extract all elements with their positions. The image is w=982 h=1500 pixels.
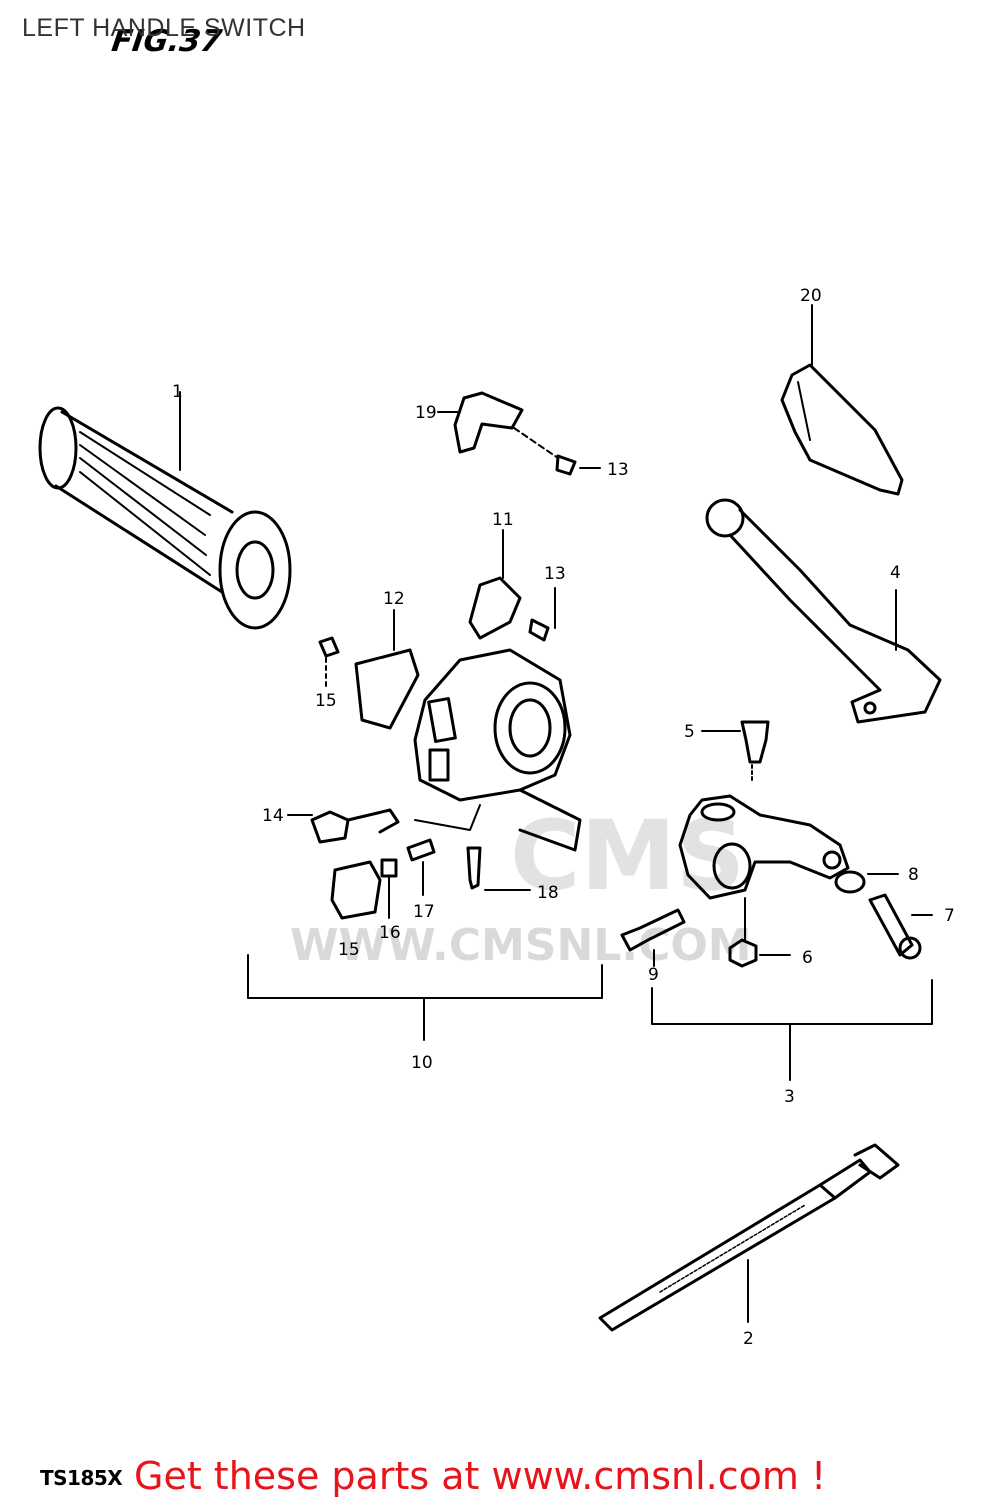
callout-8: 8 bbox=[908, 865, 919, 885]
part-14-switch bbox=[287, 808, 400, 844]
callout-11: 11 bbox=[492, 510, 514, 530]
part-3-holder bbox=[678, 794, 850, 941]
part-10-housing bbox=[413, 648, 582, 852]
part-18-screw bbox=[466, 846, 531, 891]
part-13-screw bbox=[528, 587, 556, 642]
bracket-3 bbox=[651, 979, 933, 1081]
page-title: LEFT HANDLE SWITCH bbox=[22, 14, 306, 42]
callout-14: 14 bbox=[262, 806, 284, 826]
callout-7: 7 bbox=[944, 906, 955, 926]
part-15-block bbox=[330, 860, 382, 920]
callout-6: 6 bbox=[802, 948, 813, 968]
callout-18: 18 bbox=[537, 883, 559, 903]
callout-15-lower: 15 bbox=[338, 940, 360, 960]
callout-9: 9 bbox=[648, 965, 659, 985]
part-9-bolt bbox=[620, 908, 686, 967]
callout-5: 5 bbox=[684, 722, 695, 742]
part-4-lever bbox=[705, 498, 942, 724]
part-16-screw bbox=[380, 858, 398, 919]
callout-19: 19 bbox=[415, 403, 437, 423]
bracket-10 bbox=[247, 954, 603, 1041]
part-17-spring bbox=[406, 838, 436, 896]
part-20-cover bbox=[780, 304, 904, 496]
part-15-screw bbox=[318, 636, 340, 689]
callout-13-upper: 13 bbox=[607, 460, 629, 480]
callout-15-upper: 15 bbox=[315, 691, 337, 711]
callout-12: 12 bbox=[383, 589, 405, 609]
promo-link[interactable]: Get these parts at www.cmsnl.com ! bbox=[134, 1454, 827, 1498]
model-code: TS185X bbox=[40, 1466, 123, 1490]
callout-3: 3 bbox=[784, 1087, 795, 1107]
part-12-button bbox=[354, 609, 420, 730]
part-8-washer bbox=[834, 870, 899, 894]
callout-16: 16 bbox=[379, 923, 401, 943]
part-11-knob bbox=[468, 529, 522, 640]
callout-4: 4 bbox=[890, 563, 901, 583]
callout-20: 20 bbox=[800, 286, 822, 306]
part-5-bolt bbox=[701, 720, 770, 781]
part-1-grip bbox=[38, 391, 292, 630]
part-2-tie bbox=[598, 1143, 900, 1332]
part-6-nut bbox=[728, 938, 791, 968]
callout-13-lower: 13 bbox=[544, 564, 566, 584]
callout-17: 17 bbox=[413, 902, 435, 922]
callout-2: 2 bbox=[743, 1329, 754, 1349]
part-19-lever bbox=[437, 391, 601, 476]
callout-10: 10 bbox=[411, 1053, 433, 1073]
watermark-site: WWW.CMSNL.COM bbox=[290, 920, 752, 971]
callout-1: 1 bbox=[172, 382, 183, 402]
part-7-bolt bbox=[868, 893, 933, 960]
